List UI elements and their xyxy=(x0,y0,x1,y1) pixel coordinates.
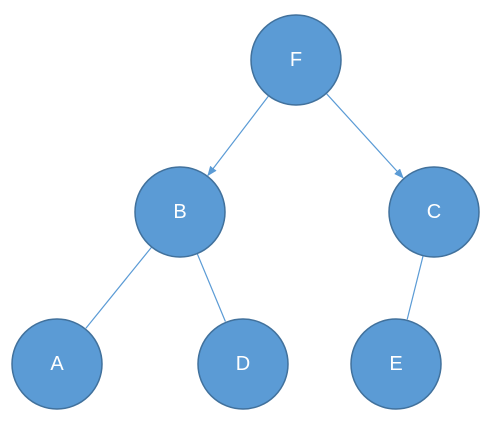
node-label-c: C xyxy=(427,201,441,223)
node-b: B xyxy=(134,166,226,258)
nodes-layer: F B C A D E xyxy=(11,14,480,410)
node-circle-e xyxy=(350,318,442,410)
node-f: F xyxy=(250,14,342,106)
node-circle-f xyxy=(250,14,342,106)
node-circle-a xyxy=(11,318,103,410)
edge-b-d xyxy=(196,253,226,322)
node-label-f: F xyxy=(290,49,302,71)
node-label-b: B xyxy=(173,201,186,223)
node-circle-b xyxy=(134,166,226,258)
node-circle-d xyxy=(197,318,289,410)
node-d: D xyxy=(197,318,289,410)
edges-layer xyxy=(85,92,424,329)
edge-c-e xyxy=(406,255,424,320)
edge-b-a xyxy=(85,246,153,329)
node-e: E xyxy=(350,318,442,410)
node-label-e: E xyxy=(389,353,402,375)
node-label-d: D xyxy=(236,353,250,375)
node-circle-c xyxy=(388,166,480,258)
edge-f-b xyxy=(207,95,270,177)
node-label-a: A xyxy=(50,353,64,375)
node-a: A xyxy=(11,318,103,410)
edge-f-c xyxy=(325,92,404,179)
node-c: C xyxy=(388,166,480,258)
